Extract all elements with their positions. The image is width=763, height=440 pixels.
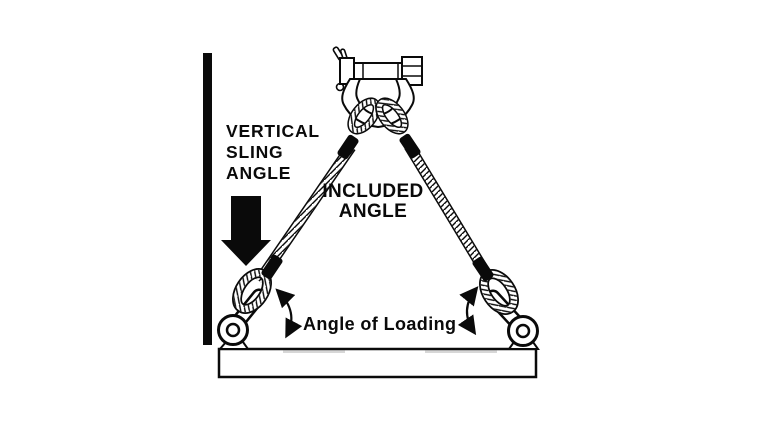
- wire-rope-sling-right: [404, 143, 495, 283]
- beam-smudge: [283, 350, 345, 353]
- rope-eye-on-shackle-left: [347, 97, 381, 135]
- beam-smudge: [425, 350, 497, 353]
- swage-fitting-lower-right: [472, 256, 494, 282]
- load-beam: [217, 347, 538, 379]
- cotter-pin-icon: [332, 46, 349, 92]
- label-line: SLING: [226, 142, 283, 162]
- label-included-angle: INCLUDED ANGLE: [322, 181, 423, 222]
- down-arrow-icon: [221, 196, 271, 266]
- shackle-bolt-head: [401, 56, 423, 86]
- angle-arc-right: [457, 286, 479, 336]
- swage-fitting-upper-left: [337, 134, 359, 160]
- label-angle-of-loading: Angle of Loading: [303, 314, 456, 334]
- swage-fitting-lower-left: [261, 254, 283, 280]
- label-line: ANGLE: [226, 163, 291, 183]
- label-line: ANGLE: [339, 201, 408, 222]
- rope-eye-on-shackle-right: [375, 97, 409, 135]
- shackle: [332, 46, 423, 135]
- label-line: INCLUDED: [322, 181, 423, 202]
- label-line: VERTICAL: [226, 121, 320, 141]
- swage-fitting-upper-right: [399, 133, 421, 159]
- label-vertical-sling-angle: VERTICAL SLING ANGLE: [226, 121, 320, 183]
- vertical-reference-bar: [203, 53, 212, 345]
- angle-arc-left: [275, 288, 303, 339]
